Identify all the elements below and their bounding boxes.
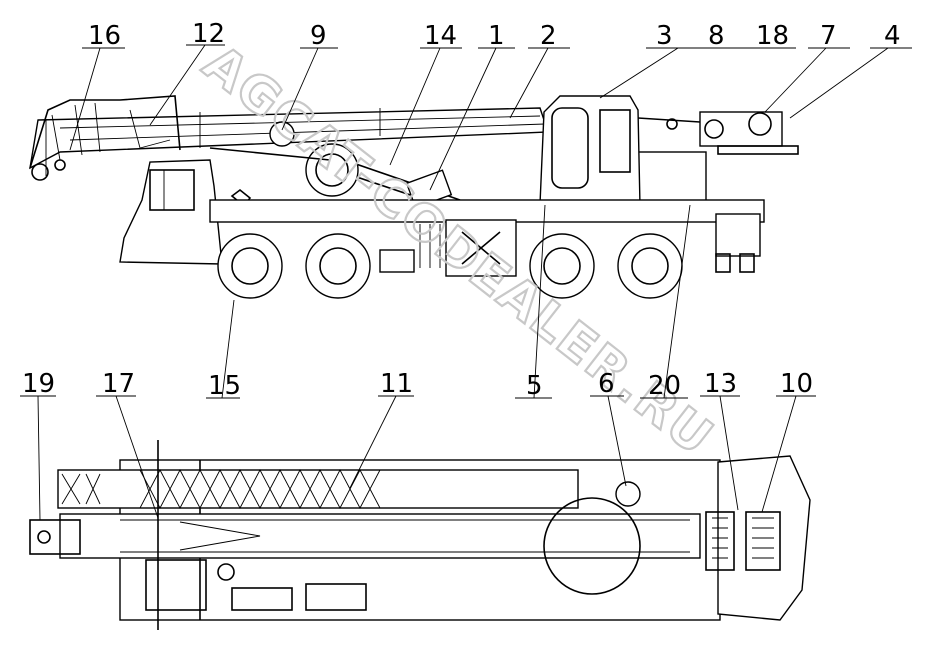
label-19: 19 [22,369,55,399]
carrier-cab [119,159,252,265]
chassis [209,199,765,277]
label-12: 12 [192,19,225,49]
top-view [29,440,811,630]
label-15: 15 [208,371,241,401]
superstructure [539,95,799,207]
telescopic-boom-top [29,513,701,559]
label-8: 8 [708,21,725,51]
label-7: 7 [820,21,837,51]
label-13: 13 [704,369,737,399]
part-labels: 16 12 9 14 1 2 3 8 18 7 4 15 5 20 19 17 … [22,19,901,401]
label-16: 16 [88,21,121,51]
leader-lines [20,44,912,521]
label-6: 6 [598,369,615,399]
label-3: 3 [656,21,673,51]
label-18: 18 [756,21,789,51]
hook-block-top [615,481,641,507]
label-14: 14 [424,21,457,51]
label-20: 20 [648,371,681,401]
wheels-side [217,233,683,299]
side-view [29,95,799,299]
label-9: 9 [310,21,327,51]
label-5: 5 [526,371,543,401]
turntable-circle [543,497,641,595]
label-1: 1 [488,21,505,51]
label-11: 11 [380,369,413,399]
label-2: 2 [540,21,557,51]
label-17: 17 [102,369,135,399]
label-10: 10 [780,369,813,399]
lattice-jib [57,469,579,509]
label-4: 4 [884,21,901,51]
